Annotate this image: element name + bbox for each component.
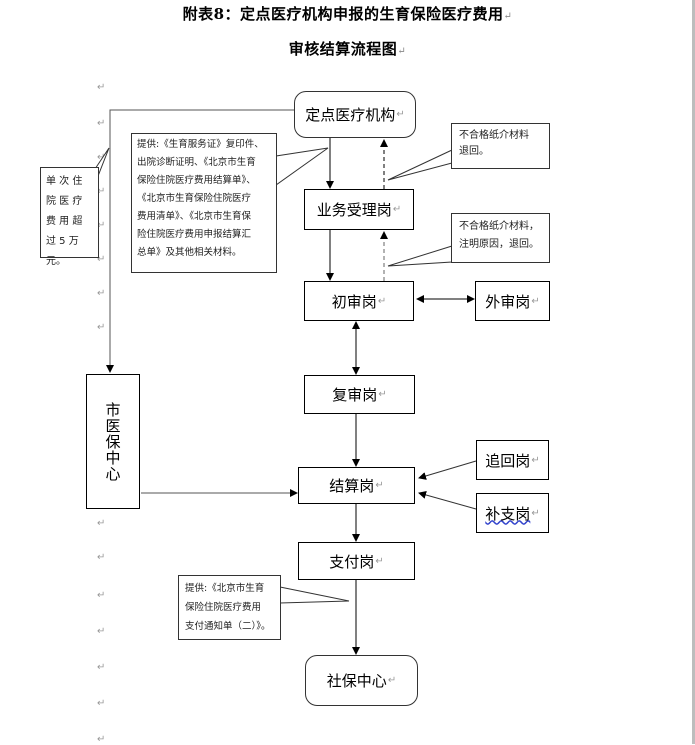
note-payment-notice: 提供:《北京市生育 保险住院医疗费用 支付通知单（二）》。	[178, 575, 281, 640]
node-reception: 业务受理岗↵	[304, 189, 414, 230]
callout-tail-reject2	[387, 245, 453, 267]
note-line: 不合格纸介材料，	[459, 221, 539, 232]
page-edge	[692, 0, 695, 744]
node-initial-review-label: 初审岗	[331, 292, 377, 311]
node-city-center: 市医保中心	[86, 374, 140, 509]
paragraph-mark: ↵	[97, 590, 106, 601]
paragraph-mark: ↵	[97, 186, 106, 197]
note-line: 保险住院医疗费用结算单》、	[137, 175, 256, 186]
note-line: 提供:《生育服务证》复印件、	[137, 139, 264, 150]
note-line: 注明原因，退回。	[459, 239, 539, 250]
callout-tail-materials	[275, 147, 329, 186]
paragraph-mark: ↵	[97, 552, 106, 563]
connector-supplement-to-settlement	[418, 491, 477, 510]
connector-recovery-to-settlement	[418, 460, 477, 480]
paragraph-mark: ↵	[97, 220, 106, 231]
note-reject-2: 不合格纸介材料， 注明原因，退回。	[451, 213, 550, 263]
paragraph-mark: ↵	[97, 698, 106, 709]
note-line: 提供:《北京市生育	[185, 583, 265, 594]
node-supplement: 补支岗↵	[476, 493, 549, 533]
node-re-review: 复审岗↵	[304, 375, 415, 414]
node-supplement-label: 补支岗	[485, 504, 531, 523]
title-text-2: 审核结算流程图	[288, 40, 398, 58]
paragraph-mark: ↵	[377, 295, 387, 307]
paragraph-mark: ↵	[397, 46, 407, 57]
paragraph-mark: ↵	[378, 389, 387, 400]
node-external-review-label: 外审岗	[485, 292, 531, 311]
node-settlement: 结算岗↵	[298, 467, 415, 504]
node-hospital-label: 定点医疗机构	[305, 106, 396, 124]
paragraph-mark: ↵	[97, 662, 106, 673]
node-external-review: 外审岗↵	[475, 281, 550, 321]
note-line: 支付通知单（二）》。	[185, 621, 271, 632]
paragraph-mark: ↵	[503, 11, 513, 22]
note-line: 退回。	[459, 146, 489, 157]
title-text-1: 附表8：定点医疗机构申报的生育保险医疗费用	[182, 5, 504, 23]
paragraph-mark: ↵	[97, 82, 106, 93]
node-re-review-label: 复审岗	[332, 386, 378, 404]
callout-tail-payment-notice	[279, 586, 350, 604]
paragraph-mark: ↵	[97, 254, 106, 265]
node-settlement-label: 结算岗	[329, 477, 375, 495]
note-line: 院 医 疗	[46, 196, 83, 207]
paragraph-mark: ↵	[97, 322, 106, 333]
document-title-line-2: 审核结算流程图↵	[0, 38, 695, 59]
note-line: 不合格纸介材料	[459, 130, 529, 141]
node-city-center-label: 市医保中心	[103, 401, 122, 482]
paragraph-mark: ↵	[97, 626, 106, 637]
paragraph-mark: ↵	[97, 152, 106, 163]
node-hospital: 定点医疗机构↵	[294, 91, 416, 138]
paragraph-mark: ↵	[392, 204, 402, 215]
node-recovery: 追回岗↵	[476, 440, 549, 480]
paragraph-mark: ↵	[97, 518, 106, 529]
note-line: 保险住院医疗费用	[185, 602, 262, 613]
document-title-line-1: 附表8：定点医疗机构申报的生育保险医疗费用↵	[0, 3, 695, 24]
paragraph-mark: ↵	[531, 295, 540, 307]
node-reception-label: 业务受理岗	[316, 201, 392, 219]
note-materials: 提供:《生育服务证》复印件、 出院诊断证明、《北京市生育 保险住院医疗费用结算单…	[131, 133, 277, 273]
paragraph-mark: ↵	[97, 288, 106, 299]
note-line: 《北京市生育保险住院医疗	[137, 193, 252, 204]
paragraph-mark: ↵	[387, 675, 397, 686]
node-social-center: 社保中心↵	[305, 655, 418, 706]
paragraph-mark: ↵	[97, 118, 106, 129]
paragraph-mark: ↵	[375, 480, 384, 491]
note-over-limit: 单 次 住 院 医 疗 费 用 超 过 5 万元。	[40, 167, 99, 267]
connector-hospital-to-city-center	[106, 109, 294, 373]
node-social-center-label: 社保中心	[326, 672, 387, 690]
note-reject-1: 不合格纸介材料 退回。	[451, 123, 550, 169]
node-recovery-label: 追回岗	[485, 451, 531, 470]
note-line: 过 5 万元。	[46, 236, 79, 267]
note-line: 总单》及其他相关材料。	[137, 247, 242, 258]
node-payment-label: 支付岗	[329, 552, 375, 571]
paragraph-mark: ↵	[531, 507, 540, 519]
paragraph-mark: ↵	[531, 454, 540, 466]
note-line: 出院诊断证明、《北京市生育	[137, 157, 256, 168]
note-line: 险住院医疗费用申报结算汇	[137, 229, 252, 240]
node-initial-review: 初审岗↵	[304, 281, 414, 321]
node-payment: 支付岗↵	[298, 542, 415, 580]
note-line: 单 次 住	[46, 176, 83, 187]
note-line: 费 用 超	[46, 216, 83, 227]
note-line: 费用清单》、《北京市生育保	[137, 211, 252, 222]
paragraph-mark: ↵	[396, 109, 405, 120]
callout-tail-reject1	[387, 149, 453, 181]
paragraph-mark: ↵	[97, 734, 106, 745]
paragraph-mark: ↵	[375, 555, 384, 567]
